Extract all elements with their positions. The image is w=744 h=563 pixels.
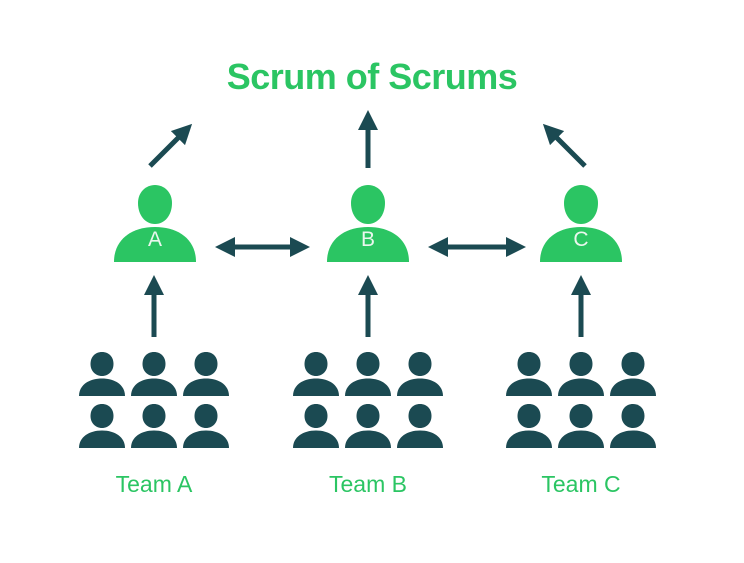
scrum-master-b: B: [323, 183, 413, 263]
team-member-icon: [505, 352, 553, 396]
team-member-icon: [182, 352, 230, 396]
scrum-master-person-icon: [114, 185, 196, 262]
diagram-title: Scrum of Scrums: [226, 56, 518, 97]
team-member-icon: [130, 404, 178, 448]
scrum-master-a-label: A: [147, 228, 162, 251]
team-member-icon: [505, 404, 553, 448]
team-member-icon: [292, 404, 340, 448]
team-member-icon: [78, 404, 126, 448]
team-b-label: Team B: [329, 471, 407, 497]
team-member-icon: [396, 352, 444, 396]
scrum-master-c: C: [536, 183, 626, 263]
team-member-icon: [609, 404, 657, 448]
scrum-master-person-icon: [327, 185, 409, 262]
team-c-label: Team C: [541, 471, 621, 497]
team-a-group: [78, 352, 230, 448]
team-member-icon: [396, 404, 444, 448]
team-member-icon: [344, 352, 392, 396]
team-member-icon: [609, 352, 657, 396]
team-member-icon: [557, 404, 605, 448]
team-member-icon: [292, 352, 340, 396]
team-c-group: [505, 352, 657, 448]
team-member-icon: [557, 352, 605, 396]
team-a-label: Team A: [115, 471, 193, 497]
arrow-master-a-upward-icon: [148, 123, 193, 168]
scrum-master-a: A: [110, 183, 200, 263]
arrow-master-c-upward-icon: [542, 123, 587, 168]
scrum-master-b-label: B: [360, 228, 375, 251]
scrum-master-c-label: C: [573, 228, 589, 251]
team-member-icon: [130, 352, 178, 396]
team-b-group: [292, 352, 444, 448]
scrum-master-person-icon: [540, 185, 622, 262]
team-member-icon: [344, 404, 392, 448]
team-member-icon: [78, 352, 126, 396]
team-member-icon: [182, 404, 230, 448]
